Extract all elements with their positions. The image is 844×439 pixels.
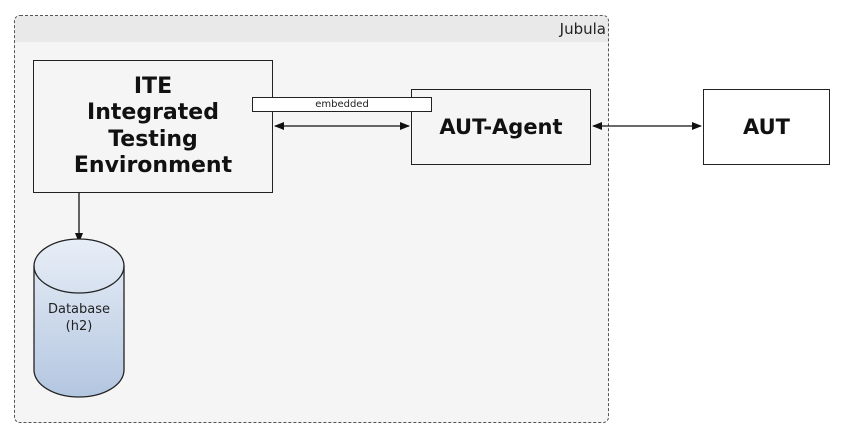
ite-box[interactable]: ITE Integrated Testing Environment — [33, 60, 273, 193]
aut-agent-label: AUT-Agent — [439, 115, 563, 139]
jubula-group-title: Jubula — [559, 20, 606, 38]
ite-subtitle-line-3: Environment — [73, 152, 233, 178]
embedded-label-box: embedded — [252, 97, 432, 112]
database-cylinder[interactable] — [33, 238, 125, 398]
embedded-label: embedded — [315, 99, 369, 110]
ite-subtitle-line-1: Integrated — [87, 100, 219, 126]
aut-box[interactable]: AUT — [703, 89, 830, 165]
ite-subtitle-line-2: Testing — [108, 126, 198, 152]
database-label-line-1: Database — [47, 302, 111, 317]
database-label: Database (h2) — [34, 302, 124, 336]
aut-agent-box[interactable]: AUT-Agent — [411, 89, 591, 165]
database-label-line-2: (h2) — [65, 318, 93, 334]
jubula-group-header — [15, 16, 608, 42]
ite-title: ITE — [133, 73, 173, 99]
aut-label: AUT — [743, 115, 790, 139]
